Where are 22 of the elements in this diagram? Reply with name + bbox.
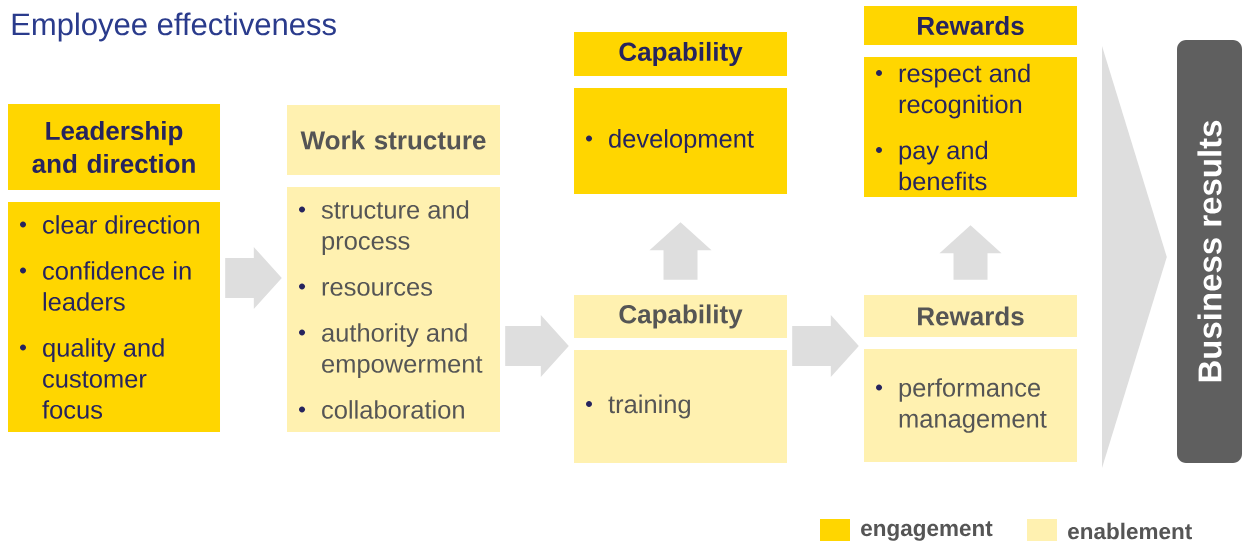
block-arrow [649,222,712,280]
heading-box: Rewards [864,295,1077,337]
title: Employee effectiveness [12,12,336,42]
bullet-list-box: training [574,350,787,463]
bullet-list-box: performance management [864,349,1077,462]
bullet-list-box: structure and process resources authority and empowerment collaboration [287,187,500,432]
block-arrow [505,315,569,377]
legend-label: enablement [1068,522,1192,540]
heading-box: Leadership and direction [8,104,220,190]
bullet-list-box: clear direction confidence in leaders quality and customer focus [8,202,220,432]
heading-box: Capability [574,32,787,76]
heading-box: Capability [574,295,787,338]
block-arrow [939,225,1002,280]
bullet-list-box: respect and recognition pay and benefits [864,57,1077,197]
result-box: Business results [1177,40,1242,463]
legend-label: engagement [861,521,993,541]
block-arrow [225,247,282,309]
block-arrow [1102,46,1167,468]
heading-box: Work structure [287,105,500,175]
bullet-list-box: development [574,88,787,194]
heading-box: Rewards [864,6,1077,45]
block-arrow [792,315,859,377]
